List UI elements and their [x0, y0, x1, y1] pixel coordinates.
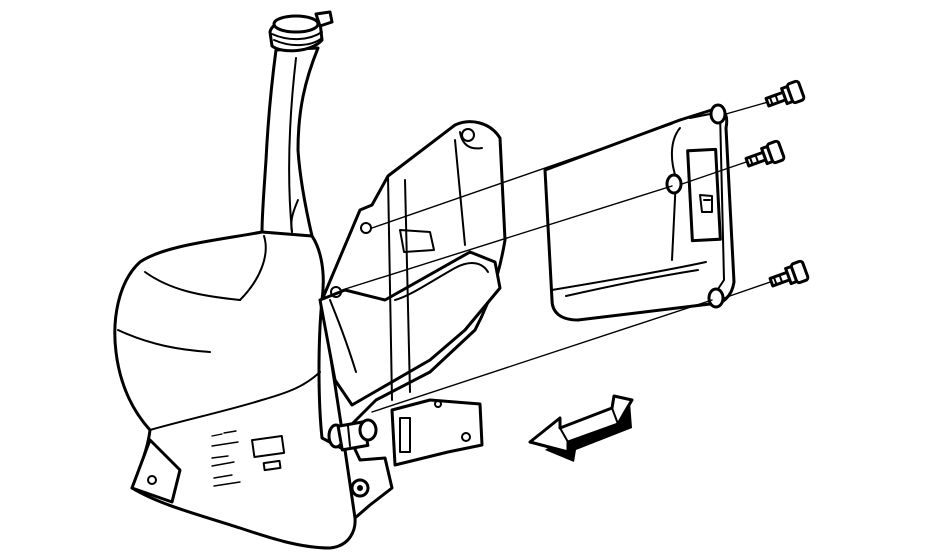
shield-grommet-top: [709, 103, 727, 125]
filler-neck: [260, 46, 320, 238]
bracket-slot: [399, 229, 435, 253]
bracket-flange: [318, 250, 502, 407]
reservoir-contour: [144, 271, 241, 301]
pump-connector: [327, 418, 378, 452]
direction-arrow: [528, 394, 634, 462]
alignment-line-middle: [341, 185, 673, 291]
reservoir-contour: [239, 235, 267, 301]
cap-tether-tab: [314, 10, 334, 28]
bracket-hole: [461, 128, 475, 142]
mounting-bolt-bottom: [768, 259, 810, 288]
shield-grommet-bottom: [707, 287, 725, 309]
embossed-marks: [211, 430, 286, 487]
heat-shield-cover: [543, 103, 736, 322]
alignment-line-bottom: [371, 299, 713, 413]
cap-top: [272, 14, 320, 34]
mounting-bracket: [318, 120, 507, 520]
neck-tab: [290, 199, 299, 233]
bracket-lower-plate: [390, 398, 484, 467]
bracket-hole-middle: [330, 286, 342, 298]
bolt-line-middle: [681, 159, 753, 185]
bolt-line-bottom: [723, 279, 777, 299]
mounting-bolt-top: [764, 79, 806, 108]
reservoir-contour: [117, 329, 211, 353]
mounting-bolt-middle: [744, 139, 786, 168]
bolt-line-top: [725, 101, 769, 115]
shield-grommet-middle: [665, 173, 683, 195]
washer-fluid-reservoir: [113, 227, 357, 550]
reservoir-ridge: [149, 371, 321, 431]
bracket-lower-slot: [399, 417, 411, 453]
alignment-line-top: [371, 123, 673, 229]
neck-seam: [288, 57, 297, 233]
bracket-hole-upper: [360, 222, 372, 234]
ear-hole: [147, 475, 157, 485]
alignment-lines: [341, 101, 777, 413]
reservoir-mount-ear: [130, 438, 182, 504]
filler-cap: [268, 10, 334, 53]
